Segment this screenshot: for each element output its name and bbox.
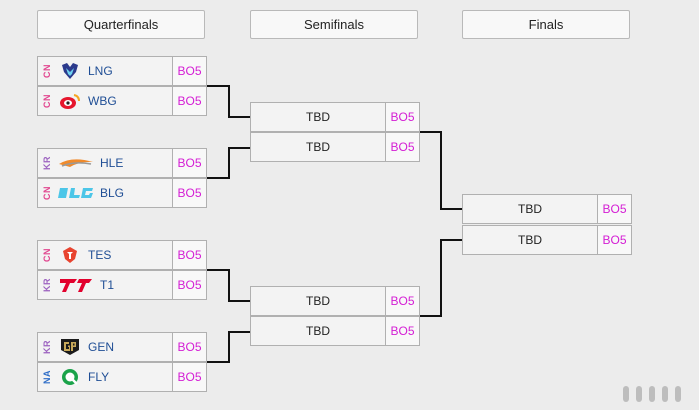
match-format: BO5 bbox=[172, 271, 206, 299]
qf-slot-t1[interactable]: KR T1 BO5 bbox=[37, 270, 207, 300]
qf-slot-blg[interactable]: CN BLG BO5 bbox=[37, 178, 207, 208]
match-format: BO5 bbox=[385, 287, 419, 315]
match-format: BO5 bbox=[385, 317, 419, 345]
match-format: BO5 bbox=[172, 57, 206, 85]
team-name: TBD bbox=[518, 202, 542, 216]
connector-qf2 bbox=[207, 147, 251, 179]
team-name: FLY bbox=[88, 370, 110, 384]
match-format: BO5 bbox=[172, 333, 206, 361]
sf-slot-4[interactable]: TBD BO5 bbox=[250, 316, 420, 346]
qf-slot-gen[interactable]: KR GEN BO5 bbox=[37, 332, 207, 362]
final-slot-2[interactable]: TBD BO5 bbox=[462, 225, 632, 255]
match-format: BO5 bbox=[385, 103, 419, 131]
team-name: GEN bbox=[88, 340, 115, 354]
region-label: CN bbox=[42, 64, 52, 78]
connector-qf3 bbox=[207, 269, 251, 302]
connector-qf1 bbox=[207, 85, 251, 118]
connector-qf4 bbox=[207, 331, 251, 363]
team-name: BLG bbox=[100, 186, 125, 200]
wbg-logo-icon bbox=[56, 87, 84, 115]
semifinals-header: Semifinals bbox=[250, 10, 418, 39]
qf-slot-fly[interactable]: NA FLY BO5 bbox=[37, 362, 207, 392]
team-name: TBD bbox=[518, 233, 542, 247]
match-format: BO5 bbox=[172, 363, 206, 391]
hle-logo-icon bbox=[56, 149, 96, 177]
match-format: BO5 bbox=[172, 179, 206, 207]
region-label: KR bbox=[42, 278, 52, 292]
blg-logo-icon bbox=[56, 179, 96, 207]
fly-logo-icon bbox=[56, 363, 84, 391]
team-name: HLE bbox=[100, 156, 124, 170]
match-format: BO5 bbox=[385, 133, 419, 161]
region-label: KR bbox=[42, 340, 52, 354]
lng-logo-icon bbox=[56, 57, 84, 85]
sf-slot-2[interactable]: TBD BO5 bbox=[250, 132, 420, 162]
region-label: KR bbox=[42, 156, 52, 170]
match-format: BO5 bbox=[172, 87, 206, 115]
qf-slot-lng[interactable]: CN LNG BO5 bbox=[37, 56, 207, 86]
tes-logo-icon bbox=[56, 241, 84, 269]
connector-sf2 bbox=[419, 239, 463, 317]
team-name: WBG bbox=[88, 94, 117, 108]
team-name: T1 bbox=[100, 278, 115, 292]
qf-slot-wbg[interactable]: CN WBG BO5 bbox=[37, 86, 207, 116]
connector-sf1 bbox=[419, 131, 463, 210]
team-name: TBD bbox=[306, 324, 330, 338]
finals-header: Finals bbox=[462, 10, 630, 39]
team-name: TBD bbox=[306, 110, 330, 124]
match-format: BO5 bbox=[597, 226, 631, 254]
sf-slot-1[interactable]: TBD BO5 bbox=[250, 102, 420, 132]
match-format: BO5 bbox=[172, 241, 206, 269]
final-slot-1[interactable]: TBD BO5 bbox=[462, 194, 632, 224]
team-name: LNG bbox=[88, 64, 113, 78]
t1-logo-icon bbox=[56, 271, 96, 299]
team-name: TBD bbox=[306, 140, 330, 154]
qf-slot-tes[interactable]: CN TES BO5 bbox=[37, 240, 207, 270]
sf-slot-3[interactable]: TBD BO5 bbox=[250, 286, 420, 316]
region-label: NA bbox=[42, 370, 52, 384]
match-format: BO5 bbox=[597, 195, 631, 223]
region-label: CN bbox=[42, 186, 52, 200]
qf-slot-hle[interactable]: KR HLE BO5 bbox=[37, 148, 207, 178]
team-name: TBD bbox=[306, 294, 330, 308]
team-name: TES bbox=[88, 248, 112, 262]
match-format: BO5 bbox=[172, 149, 206, 177]
quarterfinals-header: Quarterfinals bbox=[37, 10, 205, 39]
region-label: CN bbox=[42, 94, 52, 108]
region-label: CN bbox=[42, 248, 52, 262]
watermark-bars-icon bbox=[623, 386, 681, 402]
gen-logo-icon bbox=[56, 333, 84, 361]
